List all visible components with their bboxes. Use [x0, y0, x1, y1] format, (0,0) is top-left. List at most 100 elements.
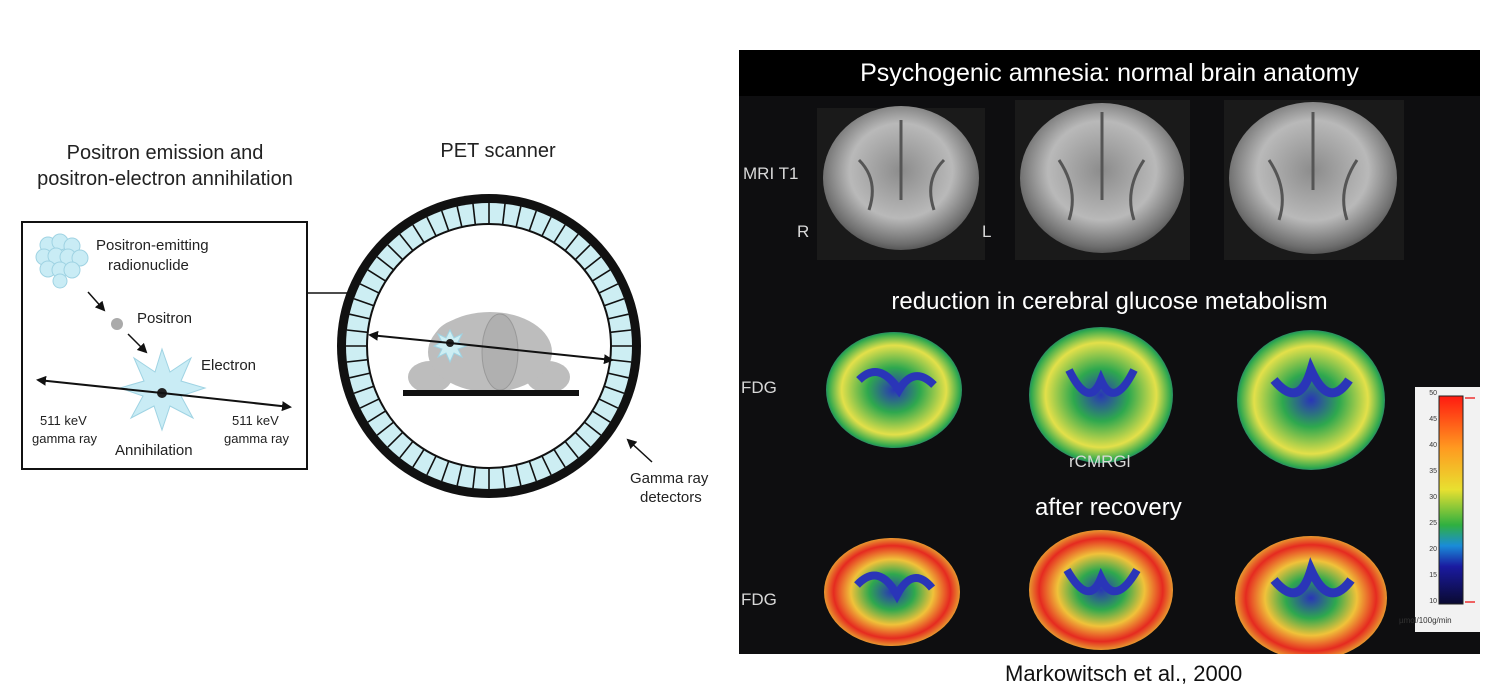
- detector-arrow: [626, 438, 653, 463]
- emission-title-line1: Positron emission and: [66, 142, 264, 164]
- emission-title: Positron emission and positron-electron …: [20, 140, 310, 192]
- detector-segment: [472, 467, 477, 489]
- detector-segment: [528, 460, 537, 482]
- detector-segment: [441, 210, 450, 232]
- detector-segment: [607, 372, 629, 379]
- colorbar-tick-label: 35: [1429, 468, 1437, 475]
- label-gamma-left-1: 511 keV: [40, 413, 87, 428]
- detector-segment: [412, 448, 425, 468]
- detector-segment: [607, 313, 629, 320]
- emission-arrow: [87, 291, 106, 312]
- panel-title: Psychogenic amnesia: normal brain anatom…: [739, 50, 1480, 96]
- detector-segment: [349, 372, 371, 379]
- detector-segment: [610, 329, 632, 334]
- pet-scanner-title: PET scanner: [440, 140, 556, 162]
- detector-segment: [456, 464, 463, 486]
- row-label-fdg-2: FDG: [741, 590, 777, 609]
- detector-segment: [399, 440, 414, 459]
- detector-segment: [574, 431, 591, 448]
- fdg-reduction-slices: [826, 327, 1385, 470]
- detector-segment: [367, 269, 387, 282]
- detector-segment: [501, 467, 506, 489]
- fdg-recovery-slices: [824, 530, 1387, 654]
- detector-segment: [367, 410, 387, 423]
- label-radionuclide-1: Positron-emitting: [96, 237, 209, 254]
- detector-segment: [528, 210, 537, 232]
- label-detectors-1: Gamma ray: [630, 470, 709, 487]
- label-annihilation: Annihilation: [115, 442, 193, 459]
- detector-segment: [387, 431, 404, 448]
- row-label-mri: MRI T1: [743, 164, 799, 183]
- radionuclide-cluster: [35, 233, 89, 289]
- label-electron: Electron: [201, 357, 256, 374]
- detector-segment: [598, 283, 619, 294]
- positron-dot: [111, 318, 123, 330]
- label-gamma-right-1: 511 keV: [232, 413, 279, 428]
- detector-segment: [349, 313, 371, 320]
- colorbar-tick-label: 10: [1429, 598, 1437, 605]
- detector-segment: [541, 216, 552, 237]
- detector-segment: [564, 233, 579, 252]
- detector-segment: [456, 206, 463, 228]
- side-label-right: R: [797, 222, 810, 241]
- gamma-ray-right: [161, 392, 292, 412]
- side-label-left: L: [982, 222, 992, 241]
- row-label-fdg-1: FDG: [741, 378, 777, 397]
- label-gamma-left-2: gamma ray: [32, 431, 98, 446]
- detector-segment: [353, 298, 375, 307]
- detector-segment: [583, 421, 602, 436]
- detector-segment: [603, 385, 625, 394]
- detector-segment: [353, 385, 375, 394]
- detector-segment: [359, 398, 380, 409]
- label-gamma-right-2: gamma ray: [224, 431, 290, 446]
- section-recovery: after recovery: [1035, 494, 1182, 521]
- positron-arrow: [127, 333, 148, 354]
- detector-segment: [541, 455, 552, 476]
- detector-segment: [426, 216, 437, 237]
- scale-center-label: rCMRGl: [1069, 452, 1131, 471]
- detector-segment: [359, 283, 380, 294]
- detector-segment: [553, 224, 566, 244]
- brain-scans: [817, 100, 1480, 654]
- detector-segment: [583, 256, 602, 271]
- scanner-ray-right: [449, 342, 614, 365]
- detector-segment: [501, 203, 506, 225]
- detector-segment: [598, 398, 619, 409]
- colorbar: [1415, 387, 1480, 632]
- detector-segment: [376, 421, 395, 436]
- detector-segment: [603, 298, 625, 307]
- colorbar-unit: µmol/100g/min: [1399, 616, 1452, 625]
- detector-segment: [515, 206, 522, 228]
- detector-segment: [426, 455, 437, 476]
- gamma-ray-left: [36, 375, 163, 394]
- label-detectors-2: detectors: [640, 489, 702, 506]
- detector-segment: [553, 448, 566, 468]
- section-reduction: reduction in cerebral glucose metabolism: [891, 288, 1328, 315]
- detector-segment: [346, 358, 368, 363]
- emission-title-line2: positron-electron annihilation: [37, 168, 293, 190]
- colorbar-tick-label: 30: [1429, 494, 1437, 501]
- detector-segment: [472, 203, 477, 225]
- detector-segment: [387, 244, 404, 261]
- scanner-bed: [403, 390, 579, 396]
- detector-segment: [412, 224, 425, 244]
- colorbar-tick-label: 45: [1429, 416, 1437, 423]
- mri-slices: [817, 100, 1404, 260]
- brain-image-panel: Psychogenic amnesia: normal brain anatom…: [739, 50, 1480, 654]
- colorbar-tick-label: 20: [1429, 546, 1437, 553]
- detector-segment: [591, 269, 611, 282]
- colorbar-tick-label: 40: [1429, 442, 1437, 449]
- detector-segment: [441, 460, 450, 482]
- pet-diagram: Positron-emitting radionuclide Positron …: [21, 194, 709, 506]
- detector-segment: [346, 329, 368, 334]
- patient-silhouette: [408, 312, 570, 393]
- detector-segment: [564, 440, 579, 459]
- colorbar-tick-label: 15: [1429, 572, 1437, 579]
- colorbar-tick-label: 25: [1429, 520, 1437, 527]
- detector-segment: [515, 464, 522, 486]
- detector-segment: [399, 233, 414, 252]
- detector-segment: [591, 410, 611, 423]
- citation: Markowitsch et al., 2000: [1005, 661, 1243, 686]
- scanner-ray-left: [368, 330, 451, 344]
